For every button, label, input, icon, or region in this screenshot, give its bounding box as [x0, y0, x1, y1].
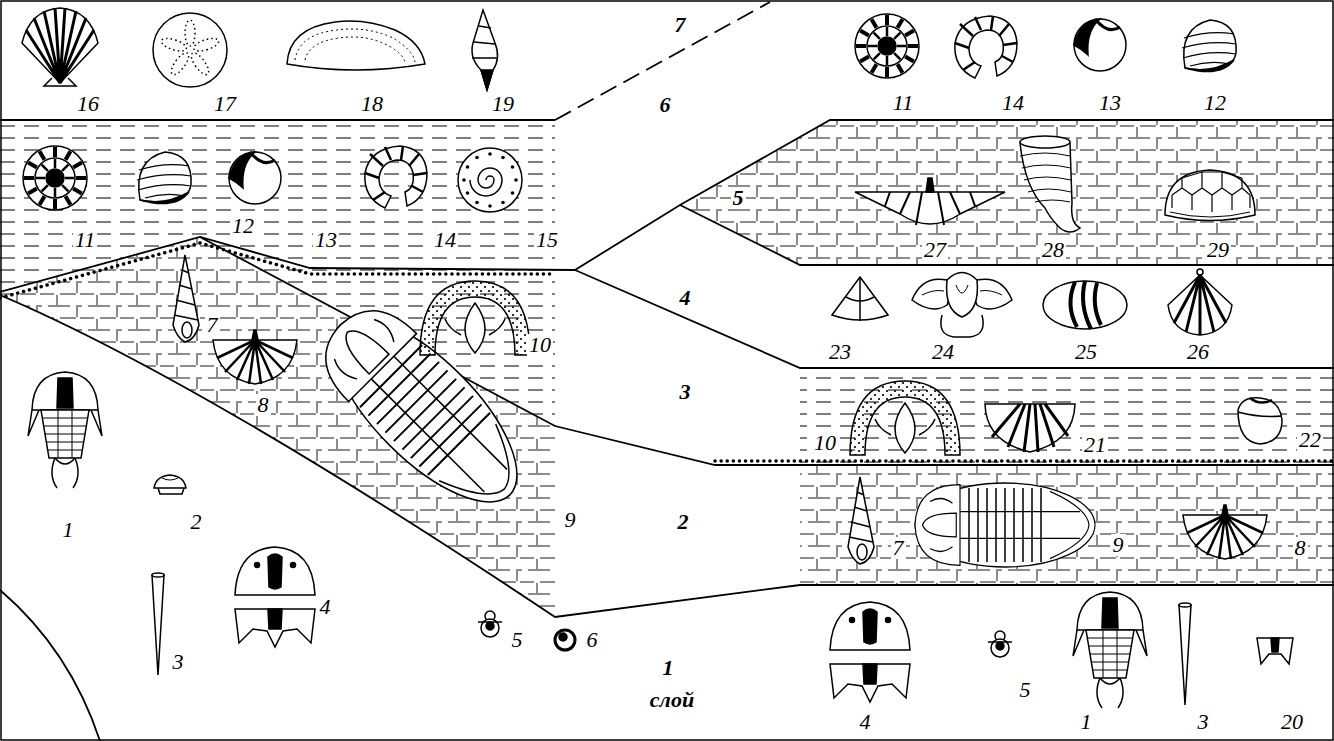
fossil-sketch	[1257, 638, 1293, 664]
callout-number: 26	[1185, 341, 1211, 363]
layer-number: слой	[648, 689, 696, 711]
fossil-sketch	[915, 483, 1095, 567]
callout-number: 29	[1205, 239, 1231, 261]
callout-number: 12	[1202, 92, 1228, 114]
fossil-sketch	[1165, 170, 1255, 221]
callout-number: 11	[73, 229, 97, 251]
fossil-sketch	[1020, 136, 1080, 232]
callout-number: 10	[527, 334, 553, 356]
fossil-sketch	[855, 178, 1005, 225]
fossil-sketch	[555, 630, 575, 650]
fossil-sketch	[173, 255, 199, 342]
callout-number: 1	[61, 519, 76, 541]
fossil-sketch	[1179, 603, 1191, 705]
callout-number: 23	[827, 341, 853, 363]
callout-number: 25	[1073, 341, 1099, 363]
fossil-sketch	[1074, 19, 1126, 71]
fossil-sketch	[235, 547, 315, 647]
callout-number: 17	[212, 93, 238, 115]
layer-number: 2	[676, 511, 691, 533]
fossil-sketch	[830, 602, 910, 702]
callout-number: 20	[1279, 711, 1305, 733]
fossil-sketch	[154, 475, 186, 494]
fossil-sketch	[153, 13, 227, 87]
callout-number: 15	[534, 229, 560, 251]
callout-number: 14	[1000, 92, 1026, 114]
callout-number: 7	[891, 537, 906, 559]
fossil-sketch	[472, 10, 498, 90]
limestone-layer	[680, 120, 1334, 265]
fossil-sketch	[1238, 398, 1282, 444]
fossil-sketch	[1073, 592, 1147, 708]
callout-number: 12	[230, 215, 256, 237]
callout-number: 28	[1040, 239, 1066, 261]
limestone-layer	[800, 465, 1334, 585]
fossil-sketch	[1043, 281, 1127, 329]
callout-number: 9	[563, 509, 578, 531]
fossil-sketch	[1168, 269, 1232, 335]
callout-number: 16	[75, 93, 101, 115]
callout-number: 1	[1079, 711, 1094, 733]
fossil-sketch	[22, 8, 98, 86]
fossil-sketches	[22, 8, 1293, 708]
callout-number: 27	[922, 239, 948, 261]
callout-number: 21	[1082, 434, 1108, 456]
fossil-sketch	[137, 152, 191, 204]
fossil-sketch	[848, 477, 874, 564]
fossil-sketch	[1182, 20, 1236, 72]
fossil-sketch	[229, 152, 281, 204]
callout-number: 10	[812, 432, 838, 454]
callout-number: 18	[359, 93, 385, 115]
shale-layer	[800, 368, 1334, 465]
fossil-sketch	[1183, 505, 1267, 559]
callout-number: 19	[490, 93, 516, 115]
callout-number: 8	[256, 394, 271, 416]
fossil-sketch	[23, 146, 87, 210]
fossil-sketch	[988, 631, 1012, 657]
callout-number: 7	[205, 314, 220, 336]
fossil-sketch	[458, 148, 522, 212]
fossil-sketch	[855, 14, 919, 78]
fossil-sketch	[985, 404, 1075, 452]
callout-number: 4	[858, 711, 873, 733]
layer-number: 3	[678, 381, 693, 403]
layer-number: 5	[731, 187, 746, 209]
fossil-sketch	[955, 16, 1017, 78]
fossil-sketch	[850, 381, 960, 455]
fossil-sketch	[420, 281, 530, 355]
fossil-sketch	[832, 277, 888, 321]
layer-number: 4	[678, 287, 693, 309]
callout-number: 14	[432, 229, 458, 251]
callout-number: 6	[585, 629, 600, 651]
fossil-sketch	[912, 273, 1012, 338]
callout-number: 4	[318, 596, 333, 618]
callout-number: 11	[891, 92, 915, 114]
callout-number: 9	[1111, 534, 1126, 556]
callout-number: 3	[1196, 711, 1211, 733]
callout-number: 13	[1097, 92, 1123, 114]
fossil-sketch	[287, 21, 425, 70]
layer-number: 6	[658, 94, 673, 116]
callout-number: 13	[313, 229, 339, 251]
callout-number: 3	[171, 651, 186, 673]
callout-number: 8	[1293, 537, 1308, 559]
layer-number: 1	[661, 657, 676, 679]
fossil-sketch	[28, 372, 102, 488]
layer-number: 7	[673, 14, 688, 36]
callout-number: 22	[1297, 429, 1323, 451]
callout-number: 5	[510, 629, 525, 651]
fossil-sketch	[478, 611, 502, 637]
callout-number: 5	[1018, 679, 1033, 701]
fossil-sketch	[213, 330, 297, 384]
fossil-sketch	[365, 146, 427, 208]
fossil-sketch	[152, 573, 164, 675]
callout-number: 24	[930, 341, 956, 363]
callout-number: 2	[189, 511, 204, 533]
